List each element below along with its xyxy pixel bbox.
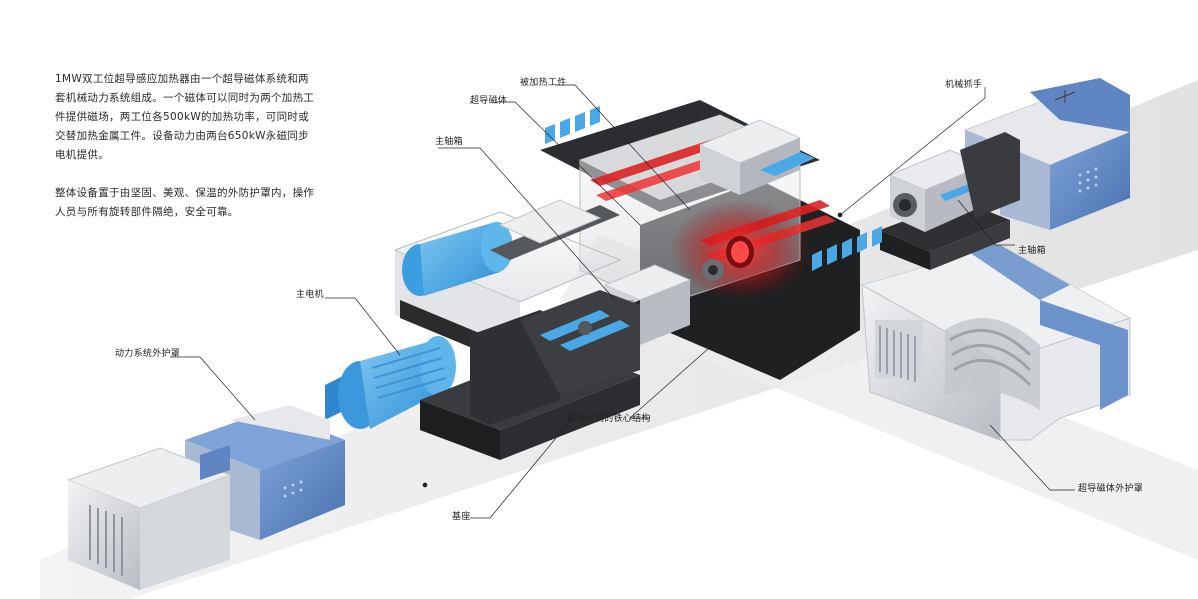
label-base: 基座 xyxy=(452,512,471,522)
glass-motor xyxy=(402,222,513,296)
lower-frame xyxy=(420,290,640,460)
description-paragraph-1: 1MW双工位超导感应加热器由一个超导磁体系统和两套机械动力系统组成。一个磁体可以… xyxy=(55,73,315,161)
label-magnet: 超导磁体 xyxy=(470,96,508,106)
label-spindle-box-left: 主轴箱 xyxy=(435,137,463,147)
label-gripper: 机械抓手 xyxy=(945,80,983,90)
left-power-cover xyxy=(66,405,345,590)
magnet-cover xyxy=(860,244,1132,441)
description-paragraph-2: 整体设备置于由坚固、美观、保温的外防护罩内，操作人员与所有旋转部件隔绝，安全可靠… xyxy=(55,187,315,218)
leader-lines xyxy=(170,84,1075,519)
right-spindle-assembly xyxy=(880,132,1020,270)
main-motor xyxy=(325,336,456,429)
label-spindle-box-right: 主轴箱 xyxy=(1018,246,1046,256)
top-spindle-box xyxy=(698,119,815,195)
label-main-motor: 主电机 xyxy=(296,290,324,300)
description-block: 1MW双工位超导感应加热器由一个超导磁体系统和两套机械动力系统组成。一个磁体可以… xyxy=(55,70,315,241)
label-magnet-cover: 超导磁体外护罩 xyxy=(1078,484,1144,494)
label-iron-core: 磁场可调的铁心结构 xyxy=(567,414,651,424)
label-power-cover: 动力系统外护罩 xyxy=(115,349,181,359)
label-workpiece: 被加热工件 xyxy=(520,78,567,88)
